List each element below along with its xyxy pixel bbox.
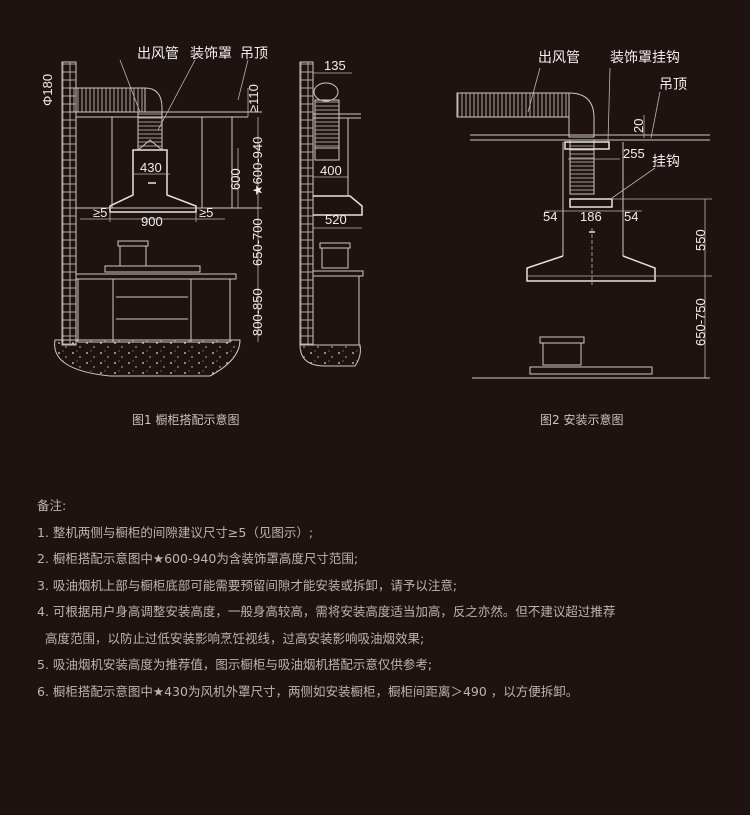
dim-side-520: 520: [325, 212, 347, 227]
pot: [542, 342, 582, 366]
dim-54-left: 54: [543, 209, 557, 224]
dim-width-430: 430: [140, 160, 162, 175]
installation-diagrams: 出风管 装饰罩 吊顶 Φ180 ≥110 ★600-940 600 430 90…: [40, 46, 712, 379]
note-item: 高度范围，以防止过低安装影响烹饪视线，过高安装影响吸油烟效果;: [45, 630, 425, 646]
note-item: 6. 橱柜搭配示意图中★430为风机外罩尺寸，两侧如安装橱柜，橱柜间距离＞490…: [37, 683, 579, 699]
exhaust-duct: [456, 92, 570, 118]
figure1-side-view: 135 400 520: [299, 58, 364, 367]
dim-650-750: 650-750: [693, 298, 708, 346]
dim-side-gap-left: ≥5: [93, 205, 107, 220]
note-item: 1. 整机两侧与橱柜的间隙建议尺寸≥5（见图示）;: [37, 524, 314, 540]
label-ceiling: 吊顶: [659, 77, 687, 93]
exhaust-duct: [69, 87, 146, 113]
dim-hob-gap: 650-700: [250, 218, 265, 266]
figure1-caption: 图1 橱柜搭配示意图: [132, 413, 240, 427]
dim-side-135: 135: [324, 58, 346, 73]
label-cover-hook: 装饰罩挂钩: [610, 50, 680, 66]
label-duct: 出风管: [137, 46, 179, 62]
range-hood: [526, 255, 656, 282]
dim-counter-height: 800-850: [250, 288, 265, 336]
figure1-front-view: 出风管 装饰罩 吊顶 Φ180 ≥110 ★600-940 600 430 90…: [40, 46, 268, 377]
label-ceiling: 吊顶: [240, 46, 268, 62]
hook-bracket: [569, 198, 613, 208]
dim-54-right: 54: [624, 209, 638, 224]
floor-ground: [54, 339, 241, 377]
dim-255: 255: [623, 146, 645, 161]
cooktop: [104, 265, 201, 273]
label-cover: 装饰罩: [190, 46, 232, 62]
label-duct: 出风管: [538, 50, 580, 66]
dim-side-400: 400: [320, 163, 342, 178]
dim-20: 20: [631, 119, 646, 133]
cover-hook-bracket: [564, 141, 610, 150]
dim-550: 550: [693, 229, 708, 251]
base-cabinet: [77, 278, 231, 343]
dim-width-900: 900: [141, 214, 163, 229]
note-item: 4. 可根据用户身高调整安装高度，一般身高较高，需将安装高度适当加高，反之亦然。…: [37, 604, 616, 619]
dim-cover-range: ★600-940: [250, 137, 265, 196]
figure2-caption: 图2 安装示意图: [540, 413, 624, 427]
countertop: [75, 273, 237, 280]
label-hook: 挂钩: [652, 154, 680, 170]
dim-duct-diameter: Φ180: [40, 74, 55, 106]
notes-title: 备注:: [37, 498, 67, 513]
dim-hood-height: 600: [228, 168, 243, 190]
dim-186: 186: [580, 209, 602, 224]
dim-gap-top: ≥110: [246, 84, 261, 112]
note-item: 5. 吸油烟机安装高度为推荐值，图示橱柜与吸油烟机搭配示意仅供参考;: [37, 657, 433, 672]
pot: [119, 245, 147, 267]
note-item: 3. 吸油烟机上部与橱柜底部可能需要预留间隙才能安装或拆卸，请予以注意;: [37, 577, 458, 593]
note-item: 2. 橱柜搭配示意图中★600-940为含装饰罩高度尺寸范围;: [37, 551, 359, 566]
dim-side-gap-right: ≥5: [199, 205, 213, 220]
notes-section: 备注: 1. 整机两侧与橱柜的间隙建议尺寸≥5（见图示）; 2. 橱柜搭配示意图…: [37, 493, 737, 705]
figure2-installation: 出风管 装饰罩挂钩 吊顶 挂钩 20 255 54 186 54 550 650…: [456, 50, 712, 379]
cooktop: [529, 366, 653, 375]
